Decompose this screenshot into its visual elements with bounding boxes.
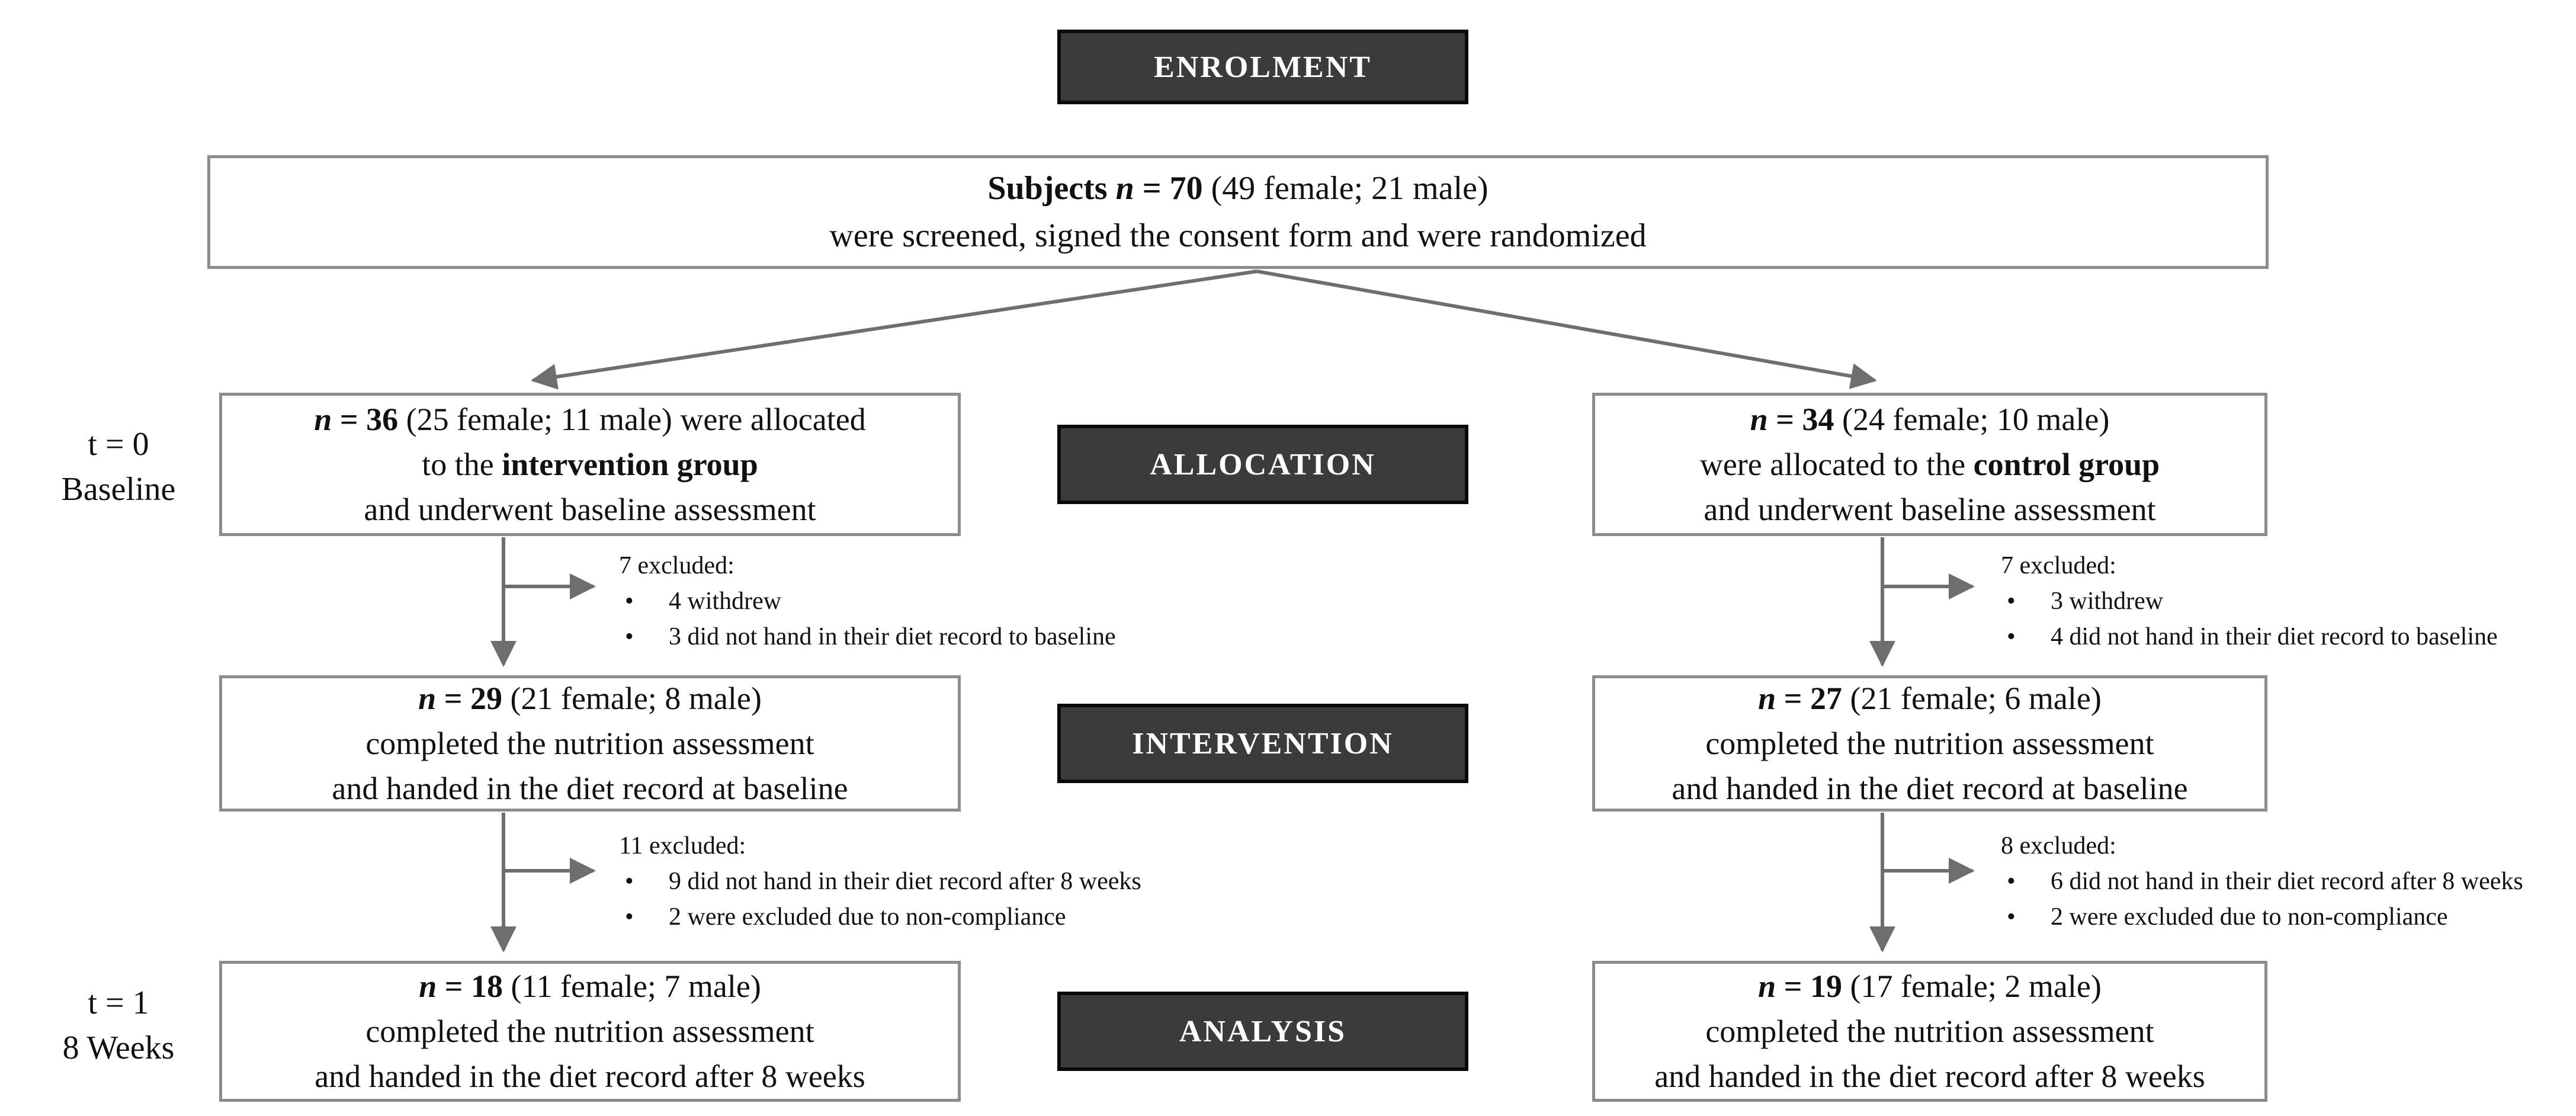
bullet-glyph: • [2007, 868, 2016, 895]
timeline-label-t1: t = 1 8 Weeks [62, 984, 175, 1066]
completed-baseline-box-control: n = 27 (21 female; 6 male) completed the… [1592, 675, 2267, 812]
stage-box-allocation: ALLOCATION [1057, 425, 1468, 504]
exclusion-item: •2 were excluded due to non-compliance [2001, 899, 2523, 935]
stage-box-analysis: ANALYSIS [1057, 992, 1468, 1071]
exclusion-note-2-control: 8 excluded: •6 did not hand in their die… [2001, 828, 2523, 935]
stage-label-analysis: ANALYSIS [1179, 1014, 1347, 1048]
stage-label-enrolment: ENROLMENT [1154, 50, 1372, 84]
bullet-glyph: • [625, 903, 634, 931]
exclusion-item: •2 were excluded due to non-compliance [619, 899, 1141, 935]
bullet-glyph: • [625, 588, 634, 615]
analysed-box-intervention: n = 18 (11 female; 7 male) completed the… [219, 961, 961, 1102]
exclusion-item: •9 did not hand in their diet record aft… [619, 864, 1141, 899]
exclusion-item: •3 did not hand in their diet record to … [619, 619, 1116, 655]
exclusion-note-2-intervention: 11 excluded: •9 did not hand in their di… [619, 828, 1141, 935]
exclusion-note-1-control: 7 excluded: •3 withdrew •4 did not hand … [2001, 548, 2498, 655]
bullet-glyph: • [2007, 588, 2016, 615]
stage-box-enrolment: ENROLMENT [1057, 30, 1468, 104]
bullet-glyph: • [2007, 623, 2016, 650]
subjects-line1: Subjects n = 70 (49 female; 21 male) [987, 170, 1489, 207]
bullet-glyph: • [625, 623, 634, 650]
timeline-label-t0: t = 0 Baseline [61, 426, 176, 508]
subjects-line2: were screened, signed the consent form a… [829, 217, 1647, 254]
allocated-box-intervention: n = 36 (25 female; 11 male) were allocat… [219, 393, 961, 536]
allocated-box-control: n = 34 (24 female; 10 male) were allocat… [1592, 393, 2267, 536]
stage-box-intervention: INTERVENTION [1057, 704, 1468, 783]
subjects-box: Subjects n = 70 (49 female; 21 male) wer… [207, 155, 2269, 269]
exclusion-note-1-intervention: 7 excluded: •4 withdrew •3 did not hand … [619, 548, 1116, 655]
exclusion-item: •6 did not hand in their diet record aft… [2001, 864, 2523, 899]
analysed-box-control: n = 19 (17 female; 2 male) completed the… [1592, 961, 2267, 1102]
bullet-glyph: • [625, 868, 634, 895]
exclusion-item: •4 did not hand in their diet record to … [2001, 619, 2498, 655]
arrow-randomize-left [531, 270, 1257, 390]
stage-label-intervention: INTERVENTION [1132, 726, 1394, 761]
exclusion-item: •3 withdrew [2001, 583, 2498, 619]
exclusion-item: •4 withdrew [619, 583, 1116, 619]
arrow-randomize-right [1256, 270, 1877, 389]
bullet-glyph: • [2007, 903, 2016, 931]
completed-baseline-box-intervention: n = 29 (21 female; 8 male) completed the… [219, 675, 961, 812]
stage-label-allocation: ALLOCATION [1150, 447, 1376, 482]
